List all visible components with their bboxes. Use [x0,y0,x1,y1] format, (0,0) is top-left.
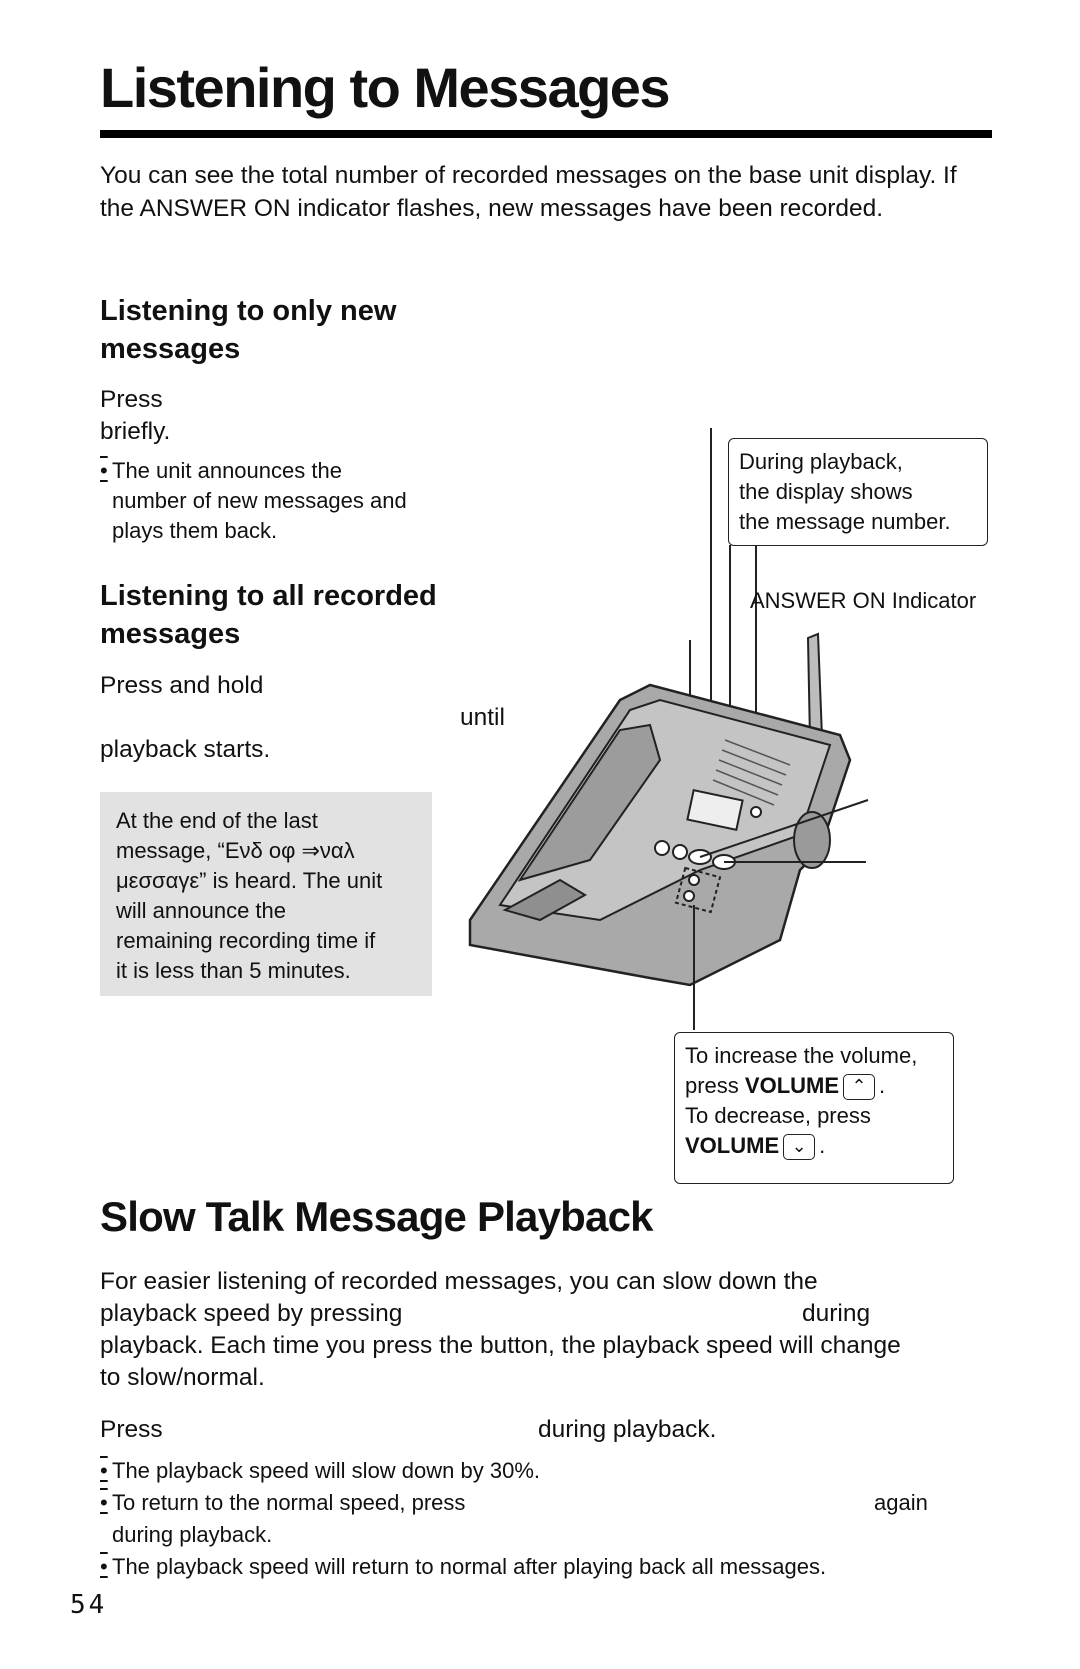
callout-line: the display shows [739,479,913,504]
new-step-line2: briefly. [100,418,171,445]
side-knob [793,811,831,869]
heading-all-messages-line1: Listening to all recorded [100,580,437,612]
new-bullet-line2: number of new messages and [112,488,407,513]
slow-para-line3: playback. Each time you press the button… [100,1332,901,1359]
note-line: it is less than 5 minutes. [116,958,351,983]
title-rule [100,130,992,138]
page-title: Listening to Messages [100,56,671,119]
bullet-mark: • [100,1490,108,1515]
handset-cradle [517,723,662,882]
bullet-mark: • [100,1554,108,1579]
chevron-down-icon: ⌄ [783,1134,816,1161]
new-step-line1: Press [100,386,163,413]
bullet-text: The playback speed will slow down by 30%… [112,1458,541,1483]
period: . [819,1133,826,1158]
volume-up-button [688,874,700,886]
display-callout: During playback, the display shows the m… [728,438,988,546]
bullet-mark: • [100,458,108,483]
callout-line: VOLUME⌄. [685,1131,943,1161]
bullet-text: The unit announces the [112,458,342,483]
page-number: 54 [70,1590,108,1620]
period: . [879,1073,886,1098]
intro-paragraph: You can see the total number of recorded… [100,162,957,222]
callout-line: the message number. [739,509,951,534]
volume-buttons-box [674,866,722,914]
press-text: press [685,1073,739,1098]
slow-bullet-1: •The playback speed will slow down by 30… [100,1456,540,1486]
slow-bullet-2: •To return to the normal speed, press [100,1488,465,1518]
new-bullet-line1: •The unit announces the [100,456,342,486]
bullet-mark: • [100,1458,108,1483]
callout-line: To decrease, press [685,1103,871,1128]
answer-on-led [750,806,762,818]
slow-talk-heading: Slow Talk Message Playback [100,1193,654,1240]
end-of-messages-note: At the end of the last message, “Ενδ οφ … [100,792,432,996]
callout-line: During playback, [739,449,903,474]
display-window [686,788,744,832]
slow-para-line2b: during [802,1300,871,1327]
base-unit-illustration [468,428,869,1030]
slow-para-line2a: playback speed by pressing [100,1300,403,1327]
note-line: message, “Ενδ οφ ⇒ναλ [116,838,355,863]
leader-line [699,799,869,858]
slow-para-line1: For easier listening of recorded message… [100,1268,818,1295]
new-bullet-line3: plays them back. [112,518,278,543]
heading-new-messages-line1: Listening to only new [100,295,397,327]
note-line: At the end of the last [116,808,318,833]
answer-on-indicator-label: ANSWER ON Indicator [750,588,977,613]
volume-label: VOLUME [685,1133,780,1158]
note-line: μεσσαγε” is heard. The unit [116,868,383,893]
slow-bullet-3: •The playback speed will return to norma… [100,1552,826,1582]
volume-down-button [683,890,695,902]
volume-callout: To increase the volume, press VOLUME⌃. T… [674,1032,954,1184]
all-step-line1: Press and hold [100,672,264,699]
volume-label: VOLUME [744,1073,840,1098]
heading-all-messages-line2: messages [100,618,241,650]
slow-bullet-2-again: again [874,1490,928,1515]
callout-line: press VOLUME⌃. [685,1071,943,1101]
heading-new-messages-line2: messages [100,333,241,365]
note-line: remaining recording time if [116,928,376,953]
all-step-until: until [460,704,505,731]
bullet-text: To return to the normal speed, press [112,1490,466,1515]
slow-bullet-2-cont: during playback. [112,1522,273,1547]
all-step-line3: playback starts. [100,736,271,763]
note-line: will announce the [116,898,287,923]
chevron-up-icon: ⌃ [843,1074,876,1101]
cradle-front [502,878,587,922]
bullet-text: The playback speed will return to normal… [112,1554,827,1579]
slow-step-press: Press [100,1416,163,1443]
speaker-grille [712,739,791,806]
callout-line: To increase the volume, [685,1043,918,1068]
slow-step-during: during playback. [538,1416,717,1443]
base-top [498,698,832,922]
slow-para-line4: to slow/normal. [100,1364,265,1391]
